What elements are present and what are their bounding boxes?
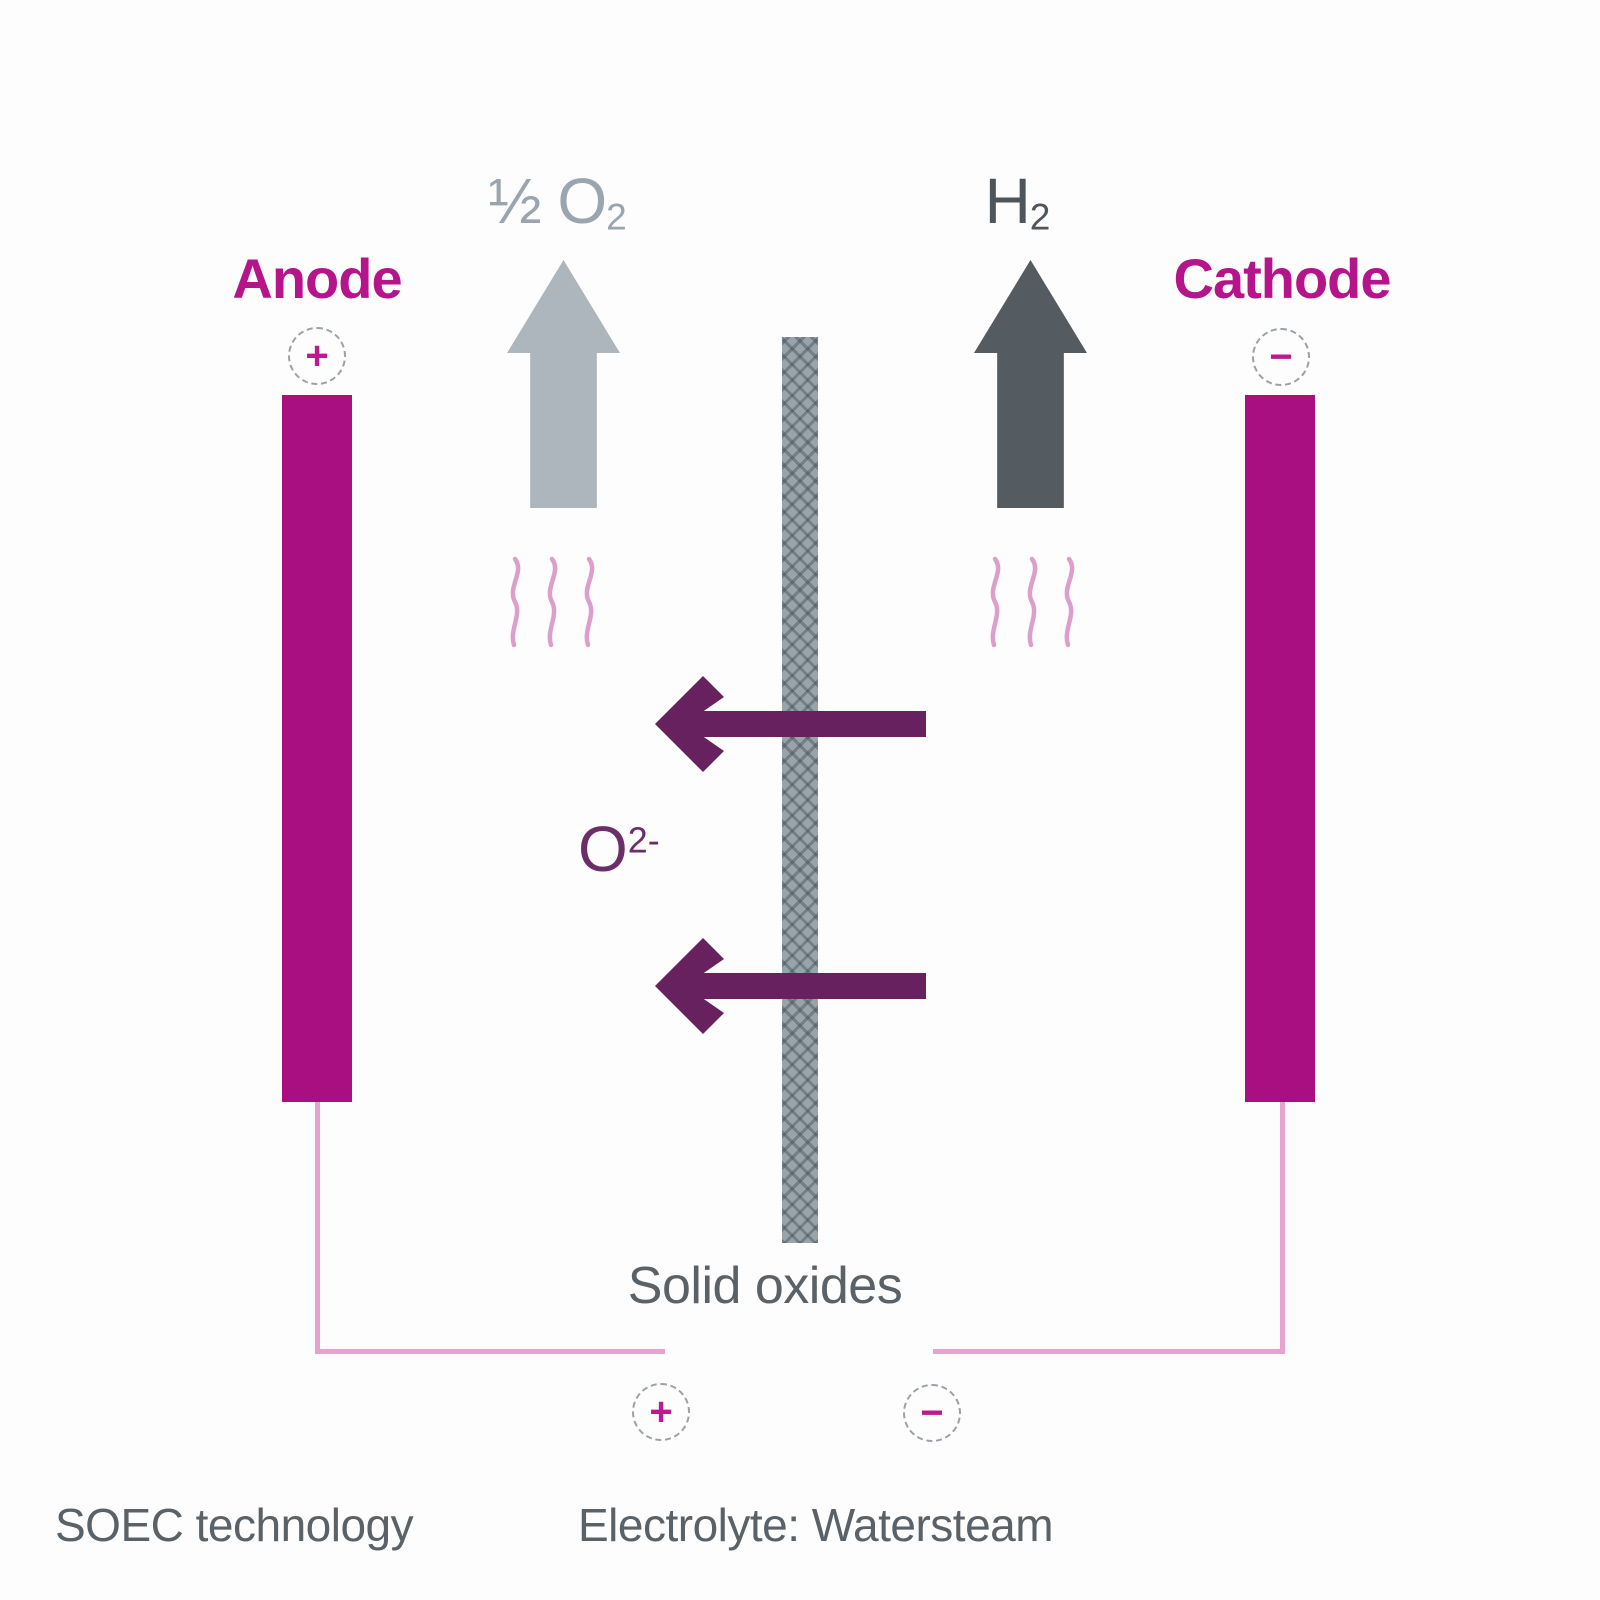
- oxygen-gas-label: ½ O2: [488, 164, 627, 239]
- wire-anode-vertical: [315, 1102, 320, 1354]
- positive-terminal-badge: +: [632, 1383, 690, 1441]
- terminal-minus-sign: −: [920, 1391, 944, 1435]
- oxygen-fraction: ½: [488, 165, 541, 237]
- ion-superscript: 2-: [627, 820, 660, 861]
- minus-sign: −: [1269, 335, 1293, 379]
- membrane-caption: Solid oxides: [627, 1257, 903, 1315]
- heat-waves-left-icon: [505, 556, 597, 648]
- solid-oxide-membrane: [782, 337, 818, 1243]
- anode-label: Anode: [232, 247, 402, 310]
- wire-cathode-vertical: [1280, 1102, 1285, 1354]
- hydrogen-gas-label: H2: [984, 164, 1051, 239]
- anode-polarity-badge: +: [288, 327, 346, 385]
- hydrogen-up-arrow-icon: [974, 260, 1087, 508]
- oxygen-symbol: O: [557, 165, 607, 237]
- heat-waves-right-icon: [985, 556, 1077, 648]
- plus-sign: +: [305, 334, 329, 378]
- wire-bottom-right: [933, 1349, 1284, 1354]
- cathode-polarity-badge: −: [1252, 328, 1310, 386]
- hydrogen-subscript: 2: [1029, 195, 1051, 238]
- electrolyte-caption: Electrolyte: Watersteam: [578, 1499, 1054, 1551]
- ion-arrow-upper-icon: [655, 676, 926, 772]
- oxide-ion-label: O2-: [578, 812, 660, 886]
- hydrogen-symbol: H: [984, 165, 1031, 237]
- anode-bar: [282, 395, 352, 1102]
- ion-arrow-lower-icon: [655, 938, 926, 1034]
- technology-caption: SOEC technology: [55, 1499, 414, 1551]
- cathode-bar: [1245, 395, 1315, 1102]
- terminal-plus-sign: +: [649, 1390, 673, 1434]
- ion-symbol: O: [578, 813, 628, 885]
- wire-bottom-left: [315, 1349, 665, 1354]
- oxygen-up-arrow-icon: [507, 260, 620, 508]
- negative-terminal-badge: −: [903, 1384, 961, 1442]
- cathode-label: Cathode: [1173, 247, 1392, 310]
- oxygen-subscript: 2: [606, 195, 627, 238]
